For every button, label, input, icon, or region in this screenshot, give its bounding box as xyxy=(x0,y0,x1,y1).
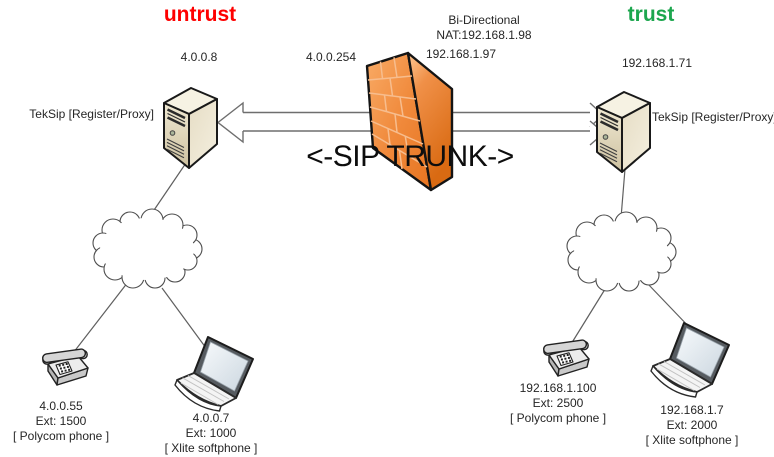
server-ip-trust: 192.168.1.71 xyxy=(621,56,693,70)
firewall-untrust-ip: 4.0.0.254 xyxy=(305,50,357,64)
firewall-nat-caption-line2: NAT:192.168.1.98 xyxy=(436,28,532,42)
endpoint-ext: Ext: 1500 xyxy=(35,414,87,428)
firewall-nat-caption: Bi-Directional NAT:192.168.1.98 xyxy=(414,13,554,43)
zone-label-trust: trust xyxy=(627,3,675,26)
endpoint-ext: Ext: 2500 xyxy=(532,396,584,410)
endpoint-device: [ Polycom phone ] xyxy=(509,411,607,425)
desk-phone-icon-untrust xyxy=(41,347,89,386)
endpoint-device: [ Xlite softphone ] xyxy=(645,433,739,447)
endpoint-ext: Ext: 2000 xyxy=(666,418,718,432)
firewall-trust-ip: 192.168.1.97 xyxy=(425,47,497,61)
endpoint-ext: Ext: 1000 xyxy=(185,426,237,440)
server-tower-icon-untrust xyxy=(162,86,219,170)
endpoint-ip: 4.0.0.55 xyxy=(39,399,83,413)
network-cloud-icon xyxy=(92,208,203,289)
desk-phone-icon-trust xyxy=(542,338,590,377)
endpoint-label-trust-softphone: 192.168.1.7 Ext: 2000 [ Xlite softphone … xyxy=(632,403,752,448)
connector-line xyxy=(567,285,608,350)
server-ip-untrust: 4.0.0.8 xyxy=(180,50,218,64)
connector-line xyxy=(620,168,626,219)
endpoint-ip: 192.168.1.7 xyxy=(660,403,724,417)
sip-trunk-label: <-SIP TRUNK-> xyxy=(306,140,514,173)
endpoint-label-untrust-phone: 4.0.0.55 Ext: 1500 [ Polycom phone ] xyxy=(1,399,121,444)
laptop-icon-trust xyxy=(650,322,730,398)
firewall-nat-caption-line1: Bi-Directional xyxy=(448,13,520,27)
server-label-trust: TekSip [Register/Proxy] xyxy=(652,110,774,124)
endpoint-ip: 4.0.0.7 xyxy=(192,411,230,425)
endpoint-label-untrust-softphone: 4.0.0.7 Ext: 1000 [ Xlite softphone ] xyxy=(151,411,271,456)
trunk-arrowhead-left-icon xyxy=(216,101,244,144)
brick-mortar-lines xyxy=(367,57,428,170)
server-label-untrust: TekSip [Register/Proxy] xyxy=(29,107,154,121)
connector-line xyxy=(69,281,129,358)
firewall-brick-wall-icon xyxy=(365,51,454,192)
laptop-icon-untrust xyxy=(174,336,254,412)
zone-label-untrust: untrust xyxy=(163,3,237,26)
server-tower-icon-trust xyxy=(595,90,652,174)
network-cloud-icon xyxy=(566,211,677,292)
endpoint-device: [ Polycom phone ] xyxy=(12,429,110,443)
connector-line xyxy=(149,162,187,217)
endpoint-label-trust-phone: 192.168.1.100 Ext: 2500 [ Polycom phone … xyxy=(498,381,618,426)
connector-lines xyxy=(69,162,693,358)
endpoint-ip: 192.168.1.100 xyxy=(519,381,597,395)
connector-line xyxy=(161,287,207,349)
endpoint-device: [ Xlite softphone ] xyxy=(164,441,258,455)
